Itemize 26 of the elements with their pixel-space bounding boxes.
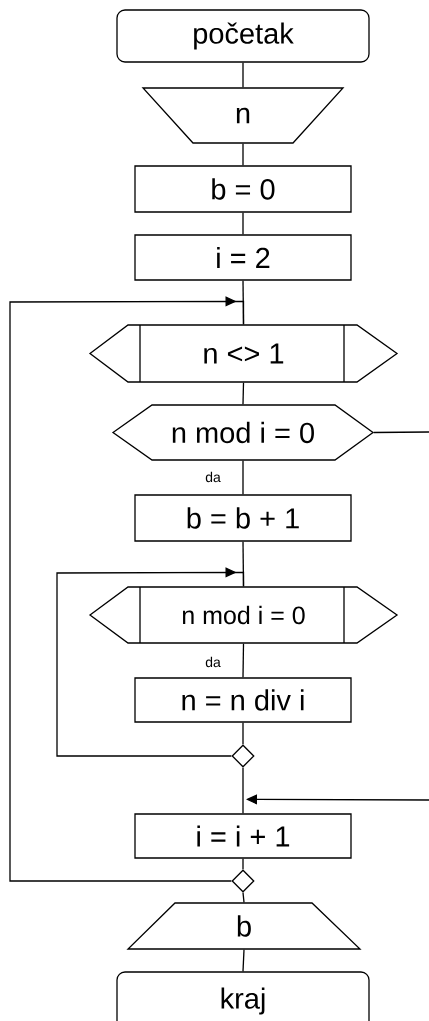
edge-label: da xyxy=(204,655,222,669)
arrow xyxy=(56,567,245,757)
connector-line xyxy=(242,949,245,972)
arrow xyxy=(9,296,245,882)
process-box: i = i + 1 xyxy=(134,813,352,859)
arrow xyxy=(246,794,429,805)
process-box: i = 2 xyxy=(134,234,352,281)
connector-line xyxy=(242,767,244,814)
connector-line xyxy=(242,722,244,745)
connector-line xyxy=(242,382,245,405)
process-box: b = 0 xyxy=(134,165,352,213)
edge-label: da xyxy=(204,470,222,484)
process-box: n = n div i xyxy=(134,677,352,723)
connector-line xyxy=(242,892,245,903)
process-box: b = b + 1 xyxy=(134,494,352,542)
terminal-box: kraj xyxy=(116,971,370,1021)
merge-diamond xyxy=(231,869,255,893)
connector-line xyxy=(242,460,244,495)
connector-line xyxy=(242,212,244,235)
connector-line xyxy=(242,858,244,870)
connector-line xyxy=(373,431,429,434)
connector-line xyxy=(242,62,244,88)
connector-line xyxy=(242,643,245,678)
connector-line xyxy=(242,143,244,166)
merge-diamond xyxy=(231,744,255,768)
terminal-box: početak xyxy=(116,9,370,63)
